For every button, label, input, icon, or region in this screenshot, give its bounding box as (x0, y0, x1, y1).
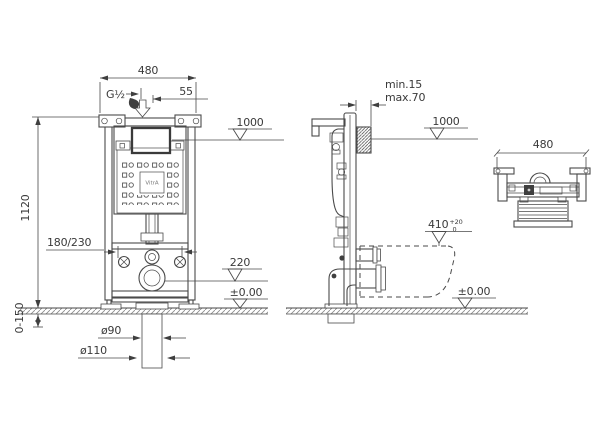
top-crossbar (506, 172, 580, 198)
bowl-height-label: 410 (428, 218, 449, 231)
floor-level-label-front: ±0.00 (230, 286, 263, 299)
dim-floor-buildup: 0-150 (13, 302, 43, 333)
dim-inlet-offset: 55 (152, 85, 208, 103)
level-marker-icon (429, 127, 445, 140)
waste-pipe-diameter-label: ø110 (80, 344, 107, 357)
floor-level-label-side: ±0.00 (458, 285, 491, 298)
flush-plate-opening (130, 126, 172, 155)
level-zero-side: ±0.00 (452, 285, 496, 309)
level-marker-icon (227, 268, 243, 282)
dim-frame-height: 1120 (19, 116, 100, 308)
svg-text:410+200: 410+200 (428, 218, 463, 234)
side-cistern (329, 128, 349, 261)
inlet-thread-label: G½ (106, 88, 125, 101)
level-zero-front: ±0.00 (224, 286, 268, 309)
top-width-label: 480 (533, 138, 554, 151)
dim-wall-distance: min.15 max.70 (340, 78, 426, 126)
side-floor (286, 307, 528, 315)
wall-spacer-block (356, 126, 372, 154)
front-pipework (117, 213, 187, 369)
level-1000-front: 1000 (172, 116, 284, 141)
bowl-height-tol-lower: 0 (453, 226, 457, 234)
frame-height-label: 1120 (19, 194, 32, 221)
drain-outlet (138, 264, 166, 292)
outlet-height-label: 220 (230, 256, 251, 269)
top-view: 480 (493, 138, 591, 228)
level-marker-icon (431, 231, 447, 244)
front-cistern: VitrA (113, 125, 187, 215)
side-pipework (328, 246, 386, 306)
inlet-arrow-icon (134, 99, 151, 118)
front-wall-brackets (98, 114, 202, 128)
wall-distance-min-label: min.15 (385, 78, 422, 91)
inlet-offset-label: 55 (179, 85, 193, 98)
floor-buildup-label: 0-150 (13, 302, 26, 333)
dim-waste-pipe-diameter: ø110 (78, 344, 190, 361)
plate-level-label-front: 1000 (236, 116, 263, 129)
plate-level-label-side: 1000 (432, 115, 459, 128)
level-marker-icon (457, 297, 473, 309)
front-width-label: 480 (138, 64, 159, 77)
dim-front-width: 480 (99, 64, 197, 113)
outlet-diameter-label: ø90 (101, 324, 121, 337)
flush-bend-label: 180/230 (47, 236, 91, 249)
side-frame (311, 112, 358, 324)
level-220: 220 (165, 256, 268, 282)
water-drop-icon (128, 98, 140, 109)
top-cistern (513, 196, 573, 228)
level-1000-side: 1000 (371, 115, 478, 140)
brand-logo: VitrA (145, 181, 159, 187)
level-marker-icon (232, 128, 248, 141)
side-view: min.15 max.70 1000 (286, 78, 528, 324)
dim-flush-bend: 180/230 (46, 236, 197, 258)
level-marker-icon (232, 298, 248, 309)
wc-bowl-phantom-outline (359, 245, 456, 298)
wall-distance-max-label: max.70 (385, 91, 425, 104)
dim-top-width: 480 (493, 138, 590, 168)
dim-outlet-diameter: ø90 (98, 324, 186, 341)
bowl-height-tol-upper: +20 (449, 218, 462, 226)
top-brackets (493, 167, 591, 202)
inlet-callout: G½ (106, 88, 151, 118)
front-view: 1120 0-150 480 G½ (13, 64, 284, 369)
